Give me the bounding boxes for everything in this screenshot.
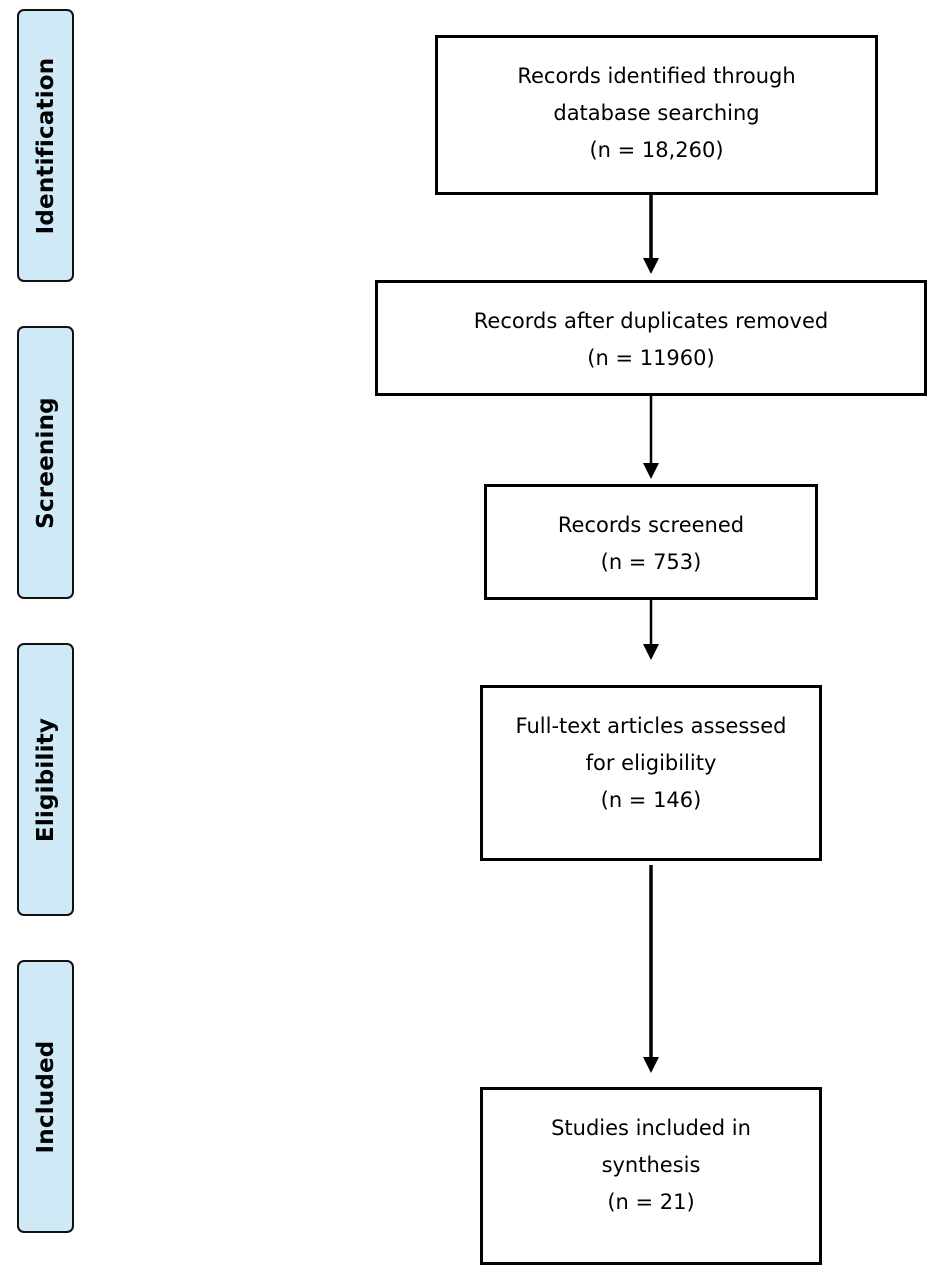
box-studies-included-line1: Studies included in: [551, 1116, 751, 1140]
box-records-screened: Records screened (n = 753): [484, 484, 818, 600]
box-fulltext-assessed-count: (n = 146): [600, 788, 702, 812]
phase-screening: Screening: [17, 326, 74, 599]
box-studies-included: Studies included in synthesis (n = 21): [480, 1087, 822, 1265]
box-fulltext-assessed-line2: for eligibility: [585, 751, 717, 775]
box-records-identified-line1: Records identified through: [517, 64, 796, 88]
box-records-screened-line1: Records screened: [557, 513, 745, 537]
box-studies-included-count: (n = 21): [607, 1190, 695, 1214]
box-records-identified-count: (n = 18,260): [589, 138, 724, 162]
box-records-deduplicated-count: (n = 11960): [587, 346, 715, 370]
phase-identification: Identification: [17, 9, 74, 282]
phase-eligibility: Eligibility: [17, 643, 74, 916]
box-records-identified: Records identified through database sear…: [435, 35, 878, 195]
box-fulltext-assessed-line1: Full-text articles assessed: [515, 714, 787, 738]
box-studies-included-line2: synthesis: [601, 1153, 701, 1177]
box-records-deduplicated: Records after duplicates removed (n = 11…: [375, 280, 927, 396]
box-records-screened-count: (n = 753): [600, 550, 702, 574]
box-records-deduplicated-line1: Records after duplicates removed: [473, 309, 829, 333]
box-records-identified-line2: database searching: [553, 101, 760, 125]
phase-included: Included: [17, 960, 74, 1233]
box-fulltext-assessed: Full-text articles assessed for eligibil…: [480, 685, 822, 861]
